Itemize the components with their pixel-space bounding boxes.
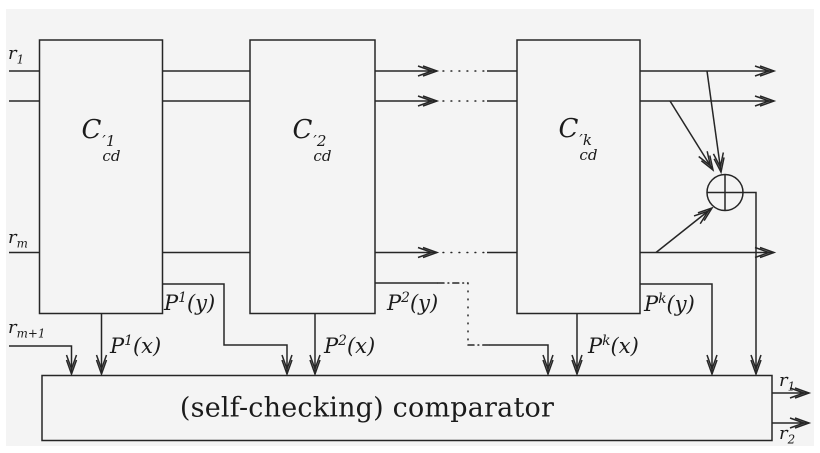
input-label-rm: rm (8, 227, 28, 250)
signal-label-p1x-base: P (110, 334, 125, 358)
signal-label-p2x-sup: 2 (338, 333, 347, 349)
p1y-line (162, 283, 293, 377)
output-label-r1-sub: 1 (787, 379, 796, 394)
block-label-c2-sub: cd (313, 147, 332, 166)
block-c1 (38, 39, 164, 315)
signal-label-p1y-sup: 1 (178, 290, 187, 306)
signal-label-p2y-sup: 2 (401, 290, 410, 306)
pky-line (640, 283, 718, 377)
signal-label-p1y: P1(y) (164, 290, 216, 315)
block-label-ck-base: C (558, 113, 579, 144)
signal-label-p1x-sup: 1 (124, 333, 133, 349)
xor-input-line-2 (669, 100, 715, 172)
signal-label-p1x-arg: (x) (132, 334, 162, 358)
signal-label-p2x: P2(x) (324, 333, 376, 358)
signal-label-p2x-arg: (x) (346, 334, 376, 358)
block-label-c1-sub: cd (102, 147, 121, 166)
signal-label-p1y-arg: (y) (186, 291, 216, 315)
input-label-rm1: rm+1 (8, 317, 45, 340)
xor-output-line (743, 191, 762, 377)
signal-label-pkx-arg: (x) (610, 334, 639, 358)
signal-label-pkx-sup: k (602, 333, 611, 349)
signal-label-pkx: Pk(x) (588, 333, 639, 358)
comparator-box (41, 374, 773, 442)
comparator-label: (self-checking) comparator (179, 392, 555, 424)
input-label-rm1-base: r (8, 317, 17, 338)
input-label-rm-sub: m (16, 236, 28, 251)
signal-label-pkx-base: P (588, 334, 603, 358)
signal-label-pky-sup: k (658, 291, 667, 307)
input-label-r1-sub: 1 (16, 52, 25, 67)
output-label-r2: r2 (779, 423, 795, 446)
output-label-r1-base: r (779, 370, 788, 391)
input-label-r1: r1 (8, 43, 24, 66)
signal-label-p1x: P1(x) (110, 333, 162, 358)
block-label-c2-base: C (292, 114, 313, 145)
signal-label-pky: Pk(y) (644, 291, 695, 316)
block-label-c2-sup: ′2 (313, 131, 327, 150)
input-rm1-line (9, 345, 78, 377)
signal-label-p2y-arg: (y) (409, 291, 439, 315)
chain-to-comparator-line (489, 344, 554, 377)
block-label-ck-sup: ′k (579, 130, 592, 149)
input-label-rm1-sub: m+1 (16, 326, 46, 341)
output-label-r1: r1 (779, 370, 795, 393)
output-label-r2-base: r (779, 423, 788, 444)
block-label-ck-sub: cd (579, 146, 598, 165)
signal-label-pky-arg: (y) (666, 292, 695, 316)
signal-label-p2y-base: P (387, 291, 402, 315)
block-label-c1-base: C (81, 114, 102, 145)
signal-label-pky-base: P (644, 292, 659, 316)
block-c2 (249, 39, 376, 315)
xor-input-line-3 (655, 206, 714, 254)
block-ck (516, 39, 641, 315)
signal-label-p1y-base: P (164, 291, 179, 315)
input-label-r1-base: r (8, 43, 17, 64)
input-label-rm-base: r (8, 227, 17, 248)
output-label-r2-sub: 2 (787, 432, 796, 447)
signal-label-p2x-base: P (324, 334, 339, 358)
block-label-c1-sup: ′1 (102, 131, 116, 150)
signal-label-p2y: P2(y) (387, 290, 439, 315)
xor-input-line-1 (706, 70, 725, 175)
